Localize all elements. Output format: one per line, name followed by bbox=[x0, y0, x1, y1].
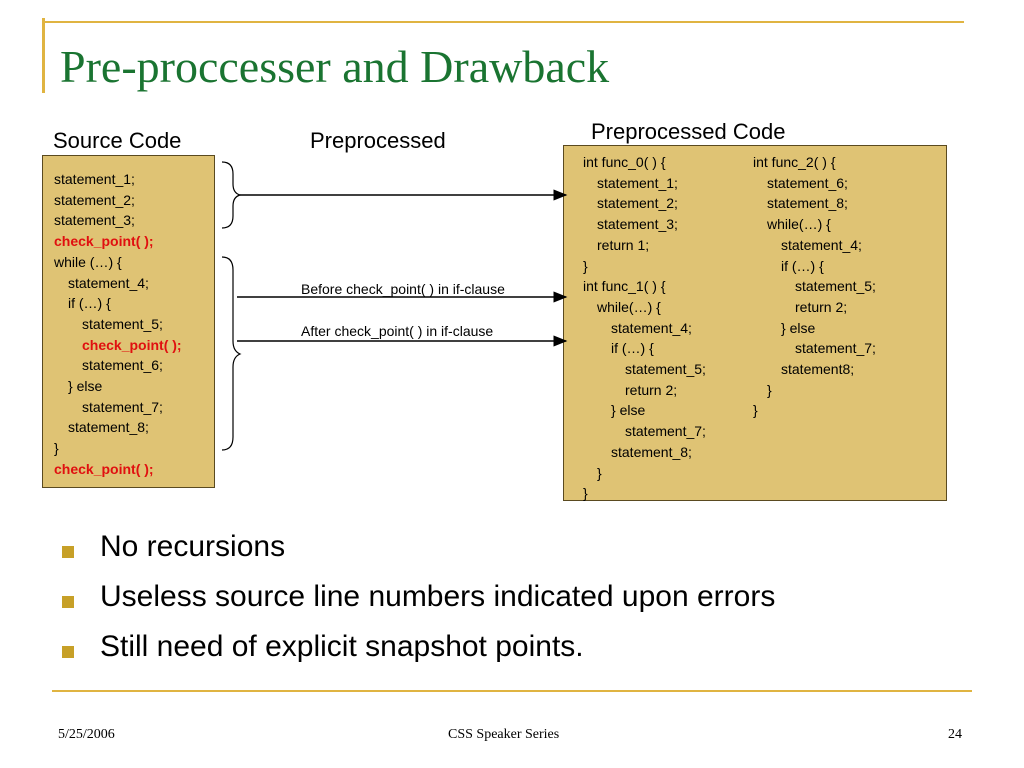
code-line: } bbox=[597, 464, 602, 481]
bullet-text: No recursions bbox=[100, 530, 286, 563]
code-line: } else bbox=[611, 402, 646, 419]
code-line: statement_2; bbox=[54, 191, 135, 208]
code-line: statement_4; bbox=[68, 274, 149, 291]
brace-top bbox=[221, 161, 243, 229]
slide-title: Pre-proccesser and Drawback bbox=[60, 41, 610, 92]
code-line: statement_3; bbox=[597, 216, 678, 233]
preprocessed-label: Preprocessed bbox=[310, 128, 446, 153]
code-line: int func_1( ) { bbox=[583, 278, 666, 295]
code-line: int func_2( ) { bbox=[753, 154, 836, 170]
code-line: return 1; bbox=[597, 236, 650, 253]
checkpoint-code-line: check_point( ); bbox=[82, 336, 182, 353]
brace-bottom bbox=[221, 256, 242, 451]
code-line: if (…) { bbox=[781, 257, 824, 274]
code-line: statement_5; bbox=[625, 361, 706, 377]
bullet-text: Useless source line numbers indicated up… bbox=[100, 580, 776, 613]
after-arrow-label: After check_point( ) in if-clause bbox=[301, 323, 494, 339]
code-line: } else bbox=[68, 378, 103, 394]
code-line: statement_6; bbox=[82, 357, 163, 374]
code-line: statement_1; bbox=[597, 174, 678, 191]
code-line: if (…) { bbox=[68, 295, 111, 312]
bullet-square-icon bbox=[62, 596, 74, 608]
code-line: statement_8; bbox=[767, 195, 848, 212]
code-line: } bbox=[54, 440, 59, 457]
code-line: statement_6; bbox=[767, 174, 848, 191]
footer-date: 5/25/2006 bbox=[58, 727, 115, 742]
bullet-square-icon bbox=[62, 646, 74, 658]
preprocessed-code-label: Preprocessed Code bbox=[591, 119, 786, 144]
code-line: statement_1; bbox=[54, 171, 135, 187]
code-line: while(…) { bbox=[767, 216, 831, 233]
preprocessed-code-box: int func_0( ) {statement_1;statement_2;s… bbox=[563, 145, 947, 501]
code-line: int func_0( ) { bbox=[583, 154, 666, 170]
footer-series: CSS Speaker Series bbox=[448, 727, 560, 742]
code-line: statement_5; bbox=[795, 278, 876, 295]
code-line: } bbox=[583, 257, 588, 274]
code-line: statement_4; bbox=[611, 319, 692, 336]
accent-top-rule bbox=[42, 21, 964, 23]
source-code-box: statement_1; statement_2; statement_3;chec… bbox=[42, 155, 215, 488]
code-line: statement_3; bbox=[54, 212, 135, 229]
code-line: statement_5; bbox=[82, 315, 163, 332]
source-code-label: Source Code bbox=[53, 128, 182, 153]
before-arrow-label: Before check_point( ) in if-clause bbox=[301, 281, 505, 297]
bullet-text: Still need of explicit snapshot points. bbox=[100, 630, 584, 663]
code-line: while(…) { bbox=[597, 298, 661, 315]
code-line: statement_7; bbox=[795, 340, 876, 357]
code-line: while (…) { bbox=[54, 253, 122, 270]
footer-rule bbox=[52, 690, 972, 692]
code-line: } bbox=[753, 402, 758, 419]
accent-vertical-rule bbox=[42, 18, 45, 93]
code-line: } else bbox=[781, 319, 816, 336]
code-line: statement_8; bbox=[68, 419, 149, 436]
code-line: if (…) { bbox=[611, 340, 654, 357]
bullet-square-icon bbox=[62, 546, 74, 558]
code-line: } bbox=[767, 381, 772, 398]
code-line: statement_4; bbox=[781, 236, 862, 253]
code-line: statement_8; bbox=[611, 443, 692, 460]
code-line: return 2; bbox=[625, 381, 678, 398]
code-line: return 2; bbox=[795, 298, 848, 315]
checkpoint-code-line: check_point( ); bbox=[54, 233, 154, 250]
code-line: } bbox=[583, 485, 588, 502]
footer-page-number: 24 bbox=[948, 727, 962, 742]
code-line: statement_7; bbox=[625, 423, 706, 440]
code-line: statement_2; bbox=[597, 195, 678, 212]
code-line: statement8; bbox=[781, 361, 855, 377]
code-line: statement_7; bbox=[82, 398, 163, 415]
checkpoint-code-line: check_point( ); bbox=[54, 460, 154, 477]
